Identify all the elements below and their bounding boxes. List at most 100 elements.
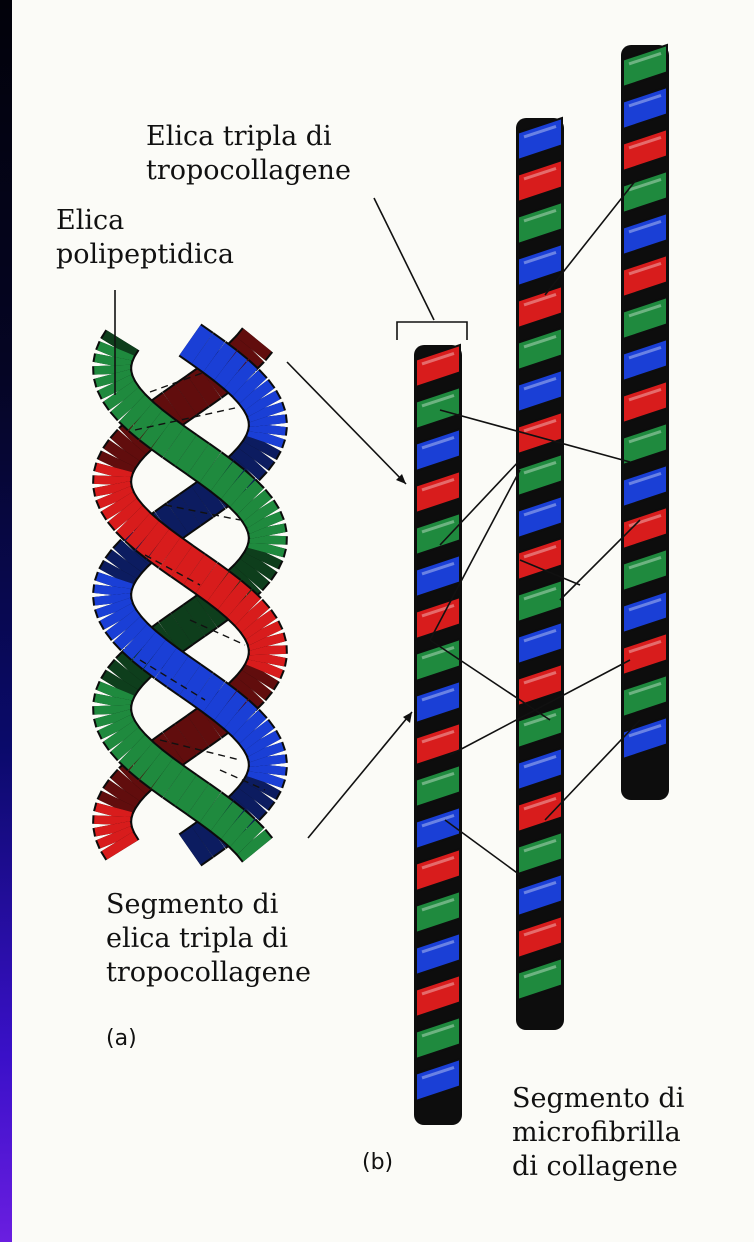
blue-strand-segment	[245, 723, 253, 732]
green-strand-segment	[162, 434, 174, 443]
green-strand-segment	[174, 782, 186, 791]
red-strand-segment	[186, 731, 198, 740]
blue-strand-segment	[144, 646, 154, 655]
label-elica-polipeptidica: Elica polipeptidica	[56, 204, 234, 272]
label-elica-tripla: Elica tripla di tropocollagene	[146, 120, 351, 188]
green-strand-segment	[242, 833, 250, 842]
green-strand-segment	[141, 757, 151, 766]
green-strand-segment	[194, 612, 206, 621]
blue-strand-segment	[253, 451, 259, 460]
green-strand-segment	[132, 748, 141, 757]
blue-strand-segment	[245, 799, 253, 808]
red-strand-segment	[112, 468, 114, 477]
blue-strand-segment	[202, 689, 214, 698]
green-strand-segment	[210, 808, 222, 817]
blue-strand-segment	[245, 383, 253, 392]
green-strand-segment	[119, 391, 125, 400]
blue-strand-segment	[112, 587, 113, 596]
red-strand-segment	[115, 459, 119, 468]
red-strand-segment	[125, 782, 132, 791]
red-strand-segment	[218, 587, 229, 596]
tropocollagen-rope-2	[516, 118, 564, 1030]
blue-strand-segment	[190, 502, 202, 511]
red-strand-segment	[266, 655, 268, 664]
blue-strand-segment	[259, 400, 264, 409]
blue-strand-segment	[116, 612, 121, 621]
blue-strand-segment	[116, 570, 121, 579]
red-strand-segment	[182, 561, 194, 570]
red-strand-segment	[158, 544, 170, 553]
label-segmento-microfibrilla: Segmento di microfibrilla di collagene	[512, 1082, 684, 1184]
red-strand-segment	[114, 493, 117, 502]
blue-strand-segment	[253, 391, 259, 400]
blue-strand-segment	[112, 595, 113, 604]
blue-strand-segment	[264, 748, 267, 757]
blue-strand-segment	[121, 621, 127, 630]
red-strand-segment	[138, 527, 148, 536]
red-strand-segment	[112, 808, 114, 817]
red-strand-segment	[248, 612, 255, 621]
blue-strand-segment	[253, 731, 259, 740]
blue-strand-segment	[236, 374, 245, 383]
blue-strand-segment	[267, 417, 268, 426]
red-strand-segment	[206, 578, 218, 587]
blue-strand-segment	[190, 340, 202, 349]
blue-strand-segment	[202, 833, 214, 842]
polypeptide-triple-helix	[112, 340, 268, 850]
title-leader-line	[374, 198, 434, 320]
blue-strand-segment	[127, 629, 135, 638]
blue-strand-segment	[225, 706, 235, 715]
label-elica-polipeptidica-line2: polipeptidica	[56, 238, 234, 272]
blue-strand-segment	[259, 740, 264, 749]
red-strand-segment	[112, 485, 114, 494]
green-strand-segment	[186, 451, 198, 460]
blue-strand-segment	[259, 782, 264, 791]
red-strand-segment	[119, 791, 125, 800]
green-strand-segment	[261, 553, 265, 562]
blue-strand-segment	[236, 714, 245, 723]
green-strand-segment	[232, 825, 242, 834]
green-strand-segment	[251, 842, 258, 851]
red-strand-segment	[170, 553, 182, 562]
red-strand-segment	[114, 833, 117, 842]
red-strand-segment	[122, 510, 129, 519]
blue-strand-segment	[202, 349, 214, 358]
label-segmento-elica-line3: tropocollagene	[106, 956, 311, 990]
blue-strand-segment	[190, 680, 202, 689]
red-strand-segment	[119, 451, 125, 460]
tropocollagen-rope-1	[414, 345, 462, 1125]
green-strand-segment	[255, 561, 261, 570]
label-segmento-microfibrilla-line2: microfibrilla	[512, 1116, 684, 1150]
red-strand-segment	[258, 672, 263, 681]
green-strand-segment	[112, 697, 114, 706]
green-strand-segment	[210, 468, 222, 477]
green-strand-segment	[258, 510, 263, 519]
blue-strand-segment	[135, 638, 144, 647]
red-strand-segment	[251, 340, 258, 349]
arrow-top	[287, 362, 406, 484]
blue-strand-segment	[264, 774, 267, 783]
green-strand-segment	[186, 791, 198, 800]
red-strand-segment	[255, 621, 261, 630]
blue-strand-segment	[178, 510, 190, 519]
green-strand-segment	[222, 816, 233, 825]
green-strand-segment	[122, 672, 129, 681]
tropocollagen-bracket	[397, 322, 467, 340]
blue-strand-segment	[253, 791, 259, 800]
red-strand-segment	[261, 629, 265, 638]
green-strand-segment	[251, 502, 258, 511]
blue-strand-segment	[214, 357, 225, 366]
red-strand-segment	[117, 502, 122, 511]
blue-strand-segment	[190, 842, 202, 851]
red-strand-segment	[265, 638, 267, 647]
blue-strand-segment	[264, 408, 267, 417]
blue-strand-segment	[267, 425, 268, 434]
green-strand-segment	[141, 417, 151, 426]
green-strand-segment	[198, 459, 210, 468]
arrow-bottom	[308, 712, 412, 838]
green-strand-segment	[125, 400, 132, 409]
label-elica-tripla-line2: tropocollagene	[146, 154, 351, 188]
blue-strand-segment	[264, 434, 267, 443]
